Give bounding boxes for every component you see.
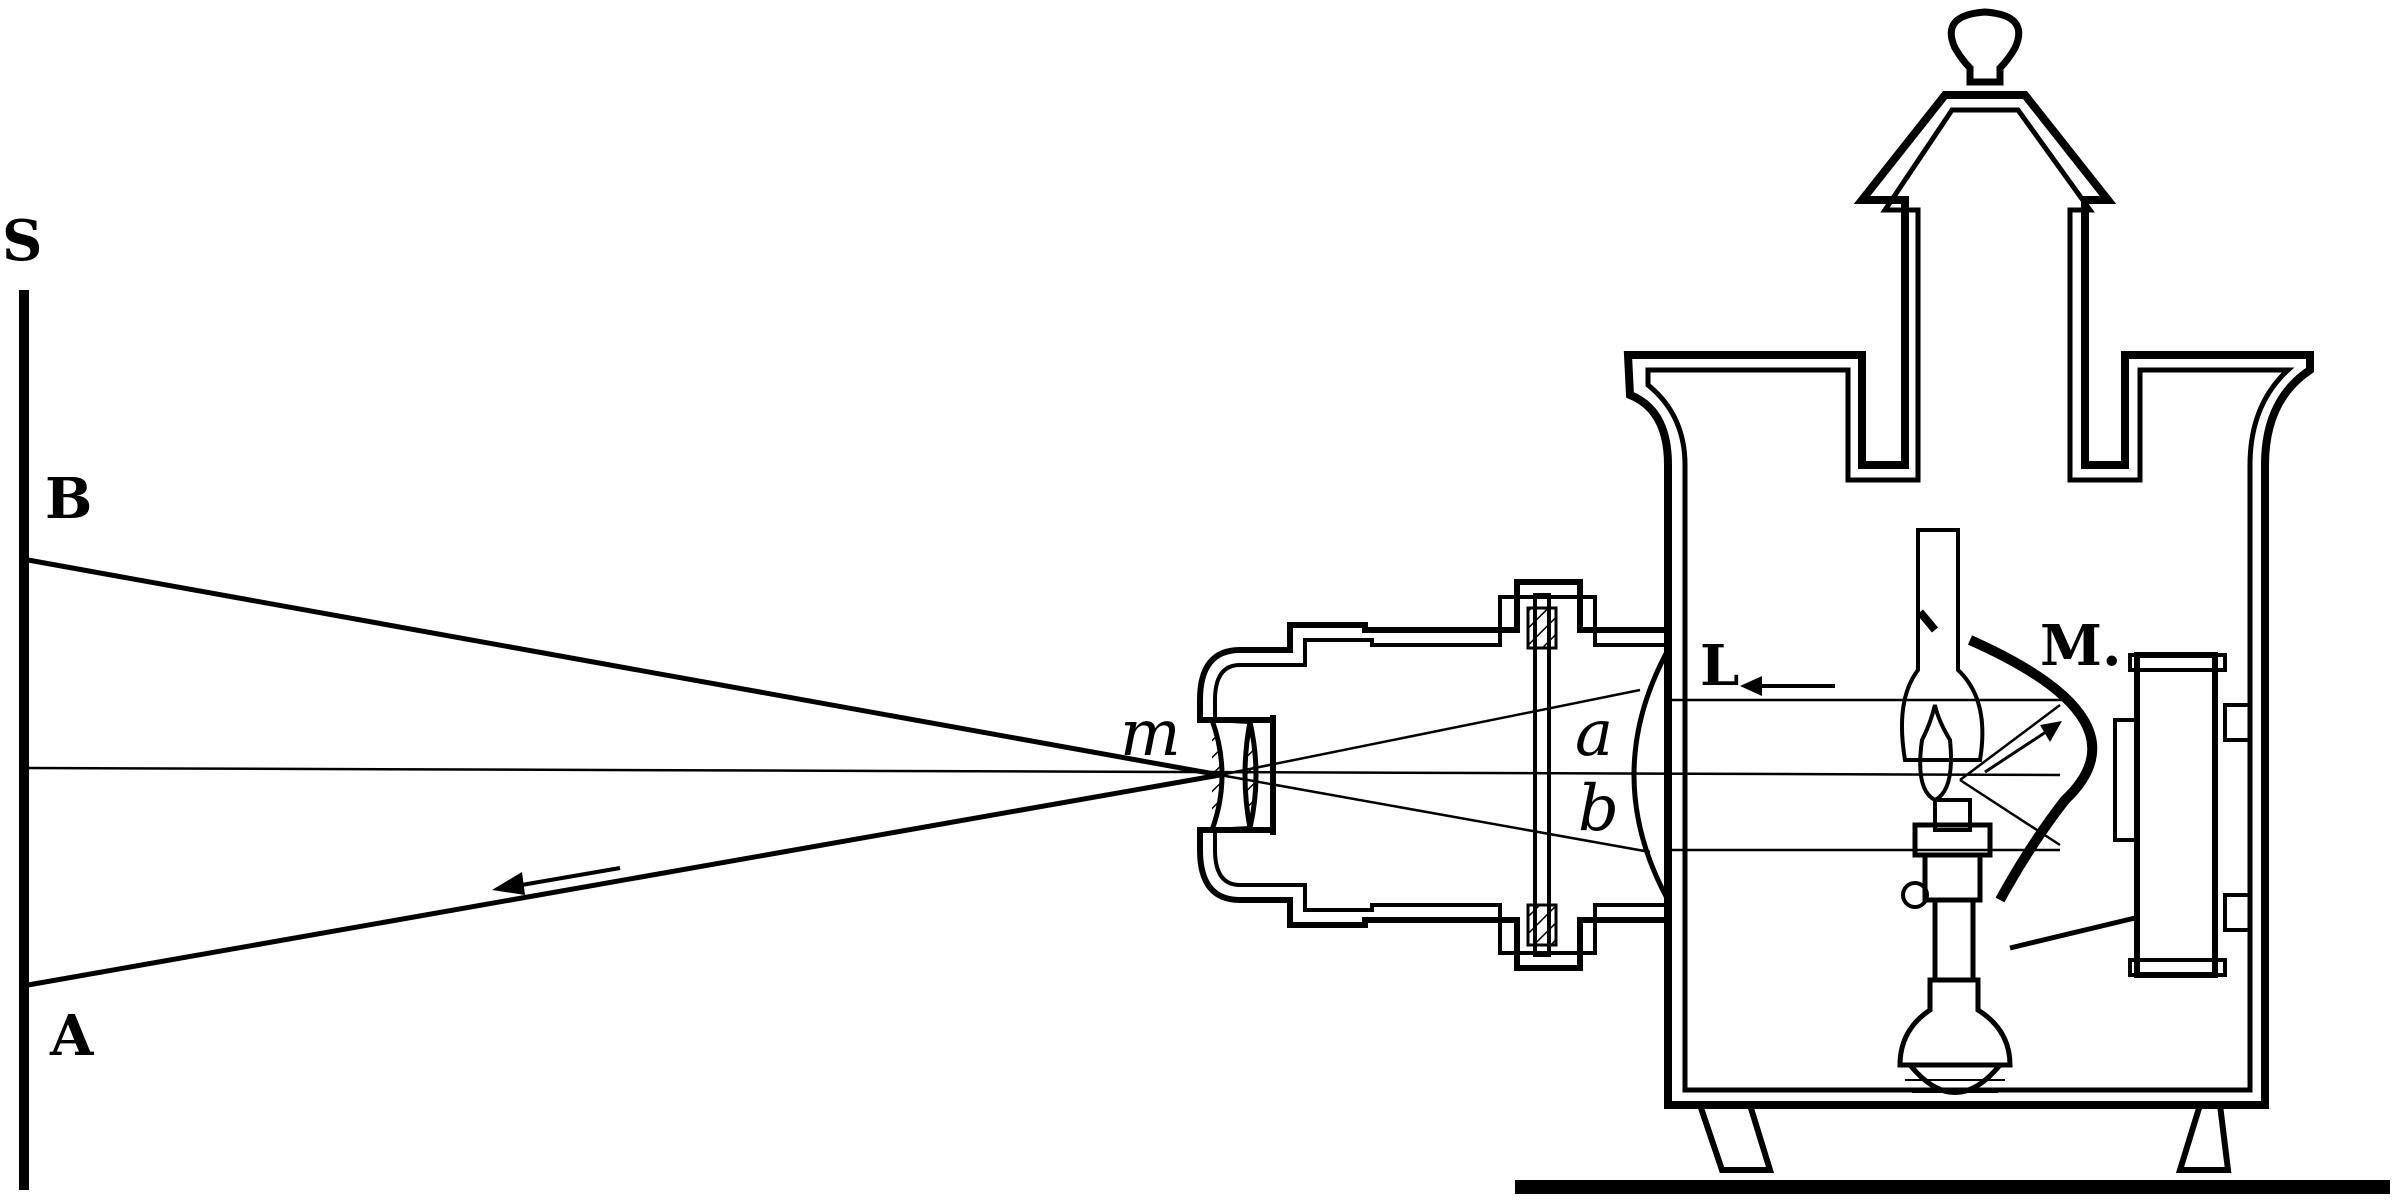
condenser-lens bbox=[1631, 648, 1671, 902]
ray-inner-bottom bbox=[1219, 773, 1651, 854]
lantern-housing bbox=[1623, 8, 2314, 1173]
label-condenser-l: L bbox=[1700, 633, 1739, 699]
label-mirror-m: M. bbox=[2040, 613, 2121, 679]
label-slide-a: a bbox=[1575, 697, 1613, 771]
label-slide-b: b bbox=[1578, 772, 1619, 846]
ray-lower bbox=[27, 772, 1221, 988]
ray-axis bbox=[27, 766, 2061, 777]
side-cylinder bbox=[2113, 652, 2252, 978]
arrow-mirror-icon bbox=[1984, 721, 2062, 774]
lamp bbox=[1897, 528, 2013, 1105]
ray-upper bbox=[27, 557, 1221, 778]
projection-rays bbox=[27, 557, 2070, 988]
slide-holder bbox=[1526, 593, 1558, 957]
label-screen: S bbox=[2, 208, 42, 274]
arrow-left-icon bbox=[492, 866, 621, 895]
reflector-mirror bbox=[1916, 609, 2136, 951]
objective-lens bbox=[1209, 718, 1259, 832]
projection-tube bbox=[1197, 579, 1668, 971]
label-b: B bbox=[45, 466, 92, 532]
arrow-condenser-icon bbox=[1740, 676, 1835, 696]
ray-mirror-1 bbox=[1959, 704, 2061, 781]
label-objective-m: m bbox=[1120, 697, 1181, 771]
label-a: A bbox=[49, 1003, 95, 1069]
ray-inner-top bbox=[1219, 688, 1641, 777]
